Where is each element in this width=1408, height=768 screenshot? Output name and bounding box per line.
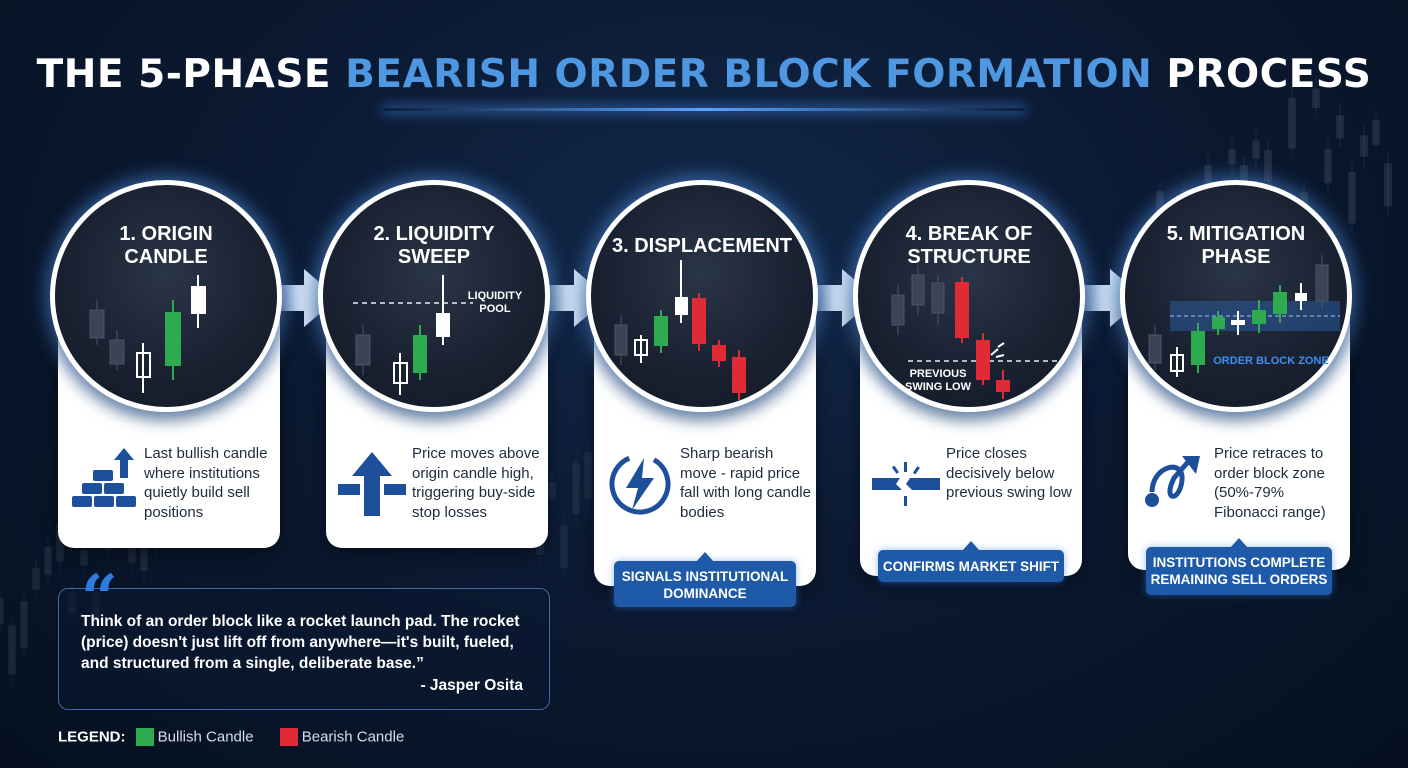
phase-3-title: 3. DISPLACEMENT xyxy=(611,235,793,257)
title-part2: PROCESS xyxy=(1152,52,1372,97)
up-arrow-crossbar-icon xyxy=(338,452,406,516)
quote-author: - Jasper Osita xyxy=(420,677,523,694)
phase-2-description: Price moves above origin candle high, tr… xyxy=(412,445,540,521)
phase-5-description: Price retraces to order block zone (50%-… xyxy=(1214,445,1326,521)
phase-3-description: Sharp bearish move - rapid price fall wi… xyxy=(680,445,811,521)
phase-3-candles xyxy=(614,260,746,400)
quote-mark-icon: “ xyxy=(81,561,118,636)
phase-1-candles xyxy=(89,275,206,393)
phase-1-description: Last bullish candle where institutions q… xyxy=(144,445,268,521)
phase-4-badge: CONFIRMS MARKET SHIFT xyxy=(878,541,1064,582)
flow-arrow-2-3 xyxy=(502,269,608,327)
title-underline-glow xyxy=(384,108,1024,111)
legend-title: LEGEND: xyxy=(58,728,126,746)
bullish-swatch xyxy=(135,728,154,747)
phase-5-candles: ORDER BLOCK ZONE xyxy=(1148,255,1340,377)
flow-arrow-3-4 xyxy=(770,269,876,327)
title-part1: THE 5-PHASE xyxy=(36,52,346,97)
phase-5-chart-label: ORDER BLOCK ZONE xyxy=(1213,355,1329,367)
lightning-bolt-icon xyxy=(609,453,671,515)
legend-bearish-label: Bearish Candle xyxy=(301,728,405,746)
phase-4-description: Price closes decisively below previous s… xyxy=(946,445,1072,501)
flow-arrow-4-5 xyxy=(1038,269,1144,327)
legend: LEGEND: Bullish Candle Bearish Candle xyxy=(58,728,405,747)
page-title: THE 5-PHASE BEARISH ORDER BLOCK FORMATIO… xyxy=(0,52,1408,97)
broken-bar-icon xyxy=(872,462,940,506)
quote-box: “ Think of an order block like a rocket … xyxy=(58,567,550,710)
quote-text: Think of an order block like a rocket la… xyxy=(81,613,520,672)
legend-bullish-label: Bullish Candle xyxy=(157,728,254,746)
phase-3-circle: 3. DISPLACEMENT xyxy=(586,180,818,412)
bearish-swatch xyxy=(279,728,298,747)
gold-bars-arrow-up-icon xyxy=(72,448,136,507)
flow-arrow-1-2 xyxy=(232,269,338,327)
title-highlight: BEARISH ORDER BLOCK FORMATION xyxy=(345,52,1153,97)
retrace-curve-arrow-icon xyxy=(1145,456,1200,507)
